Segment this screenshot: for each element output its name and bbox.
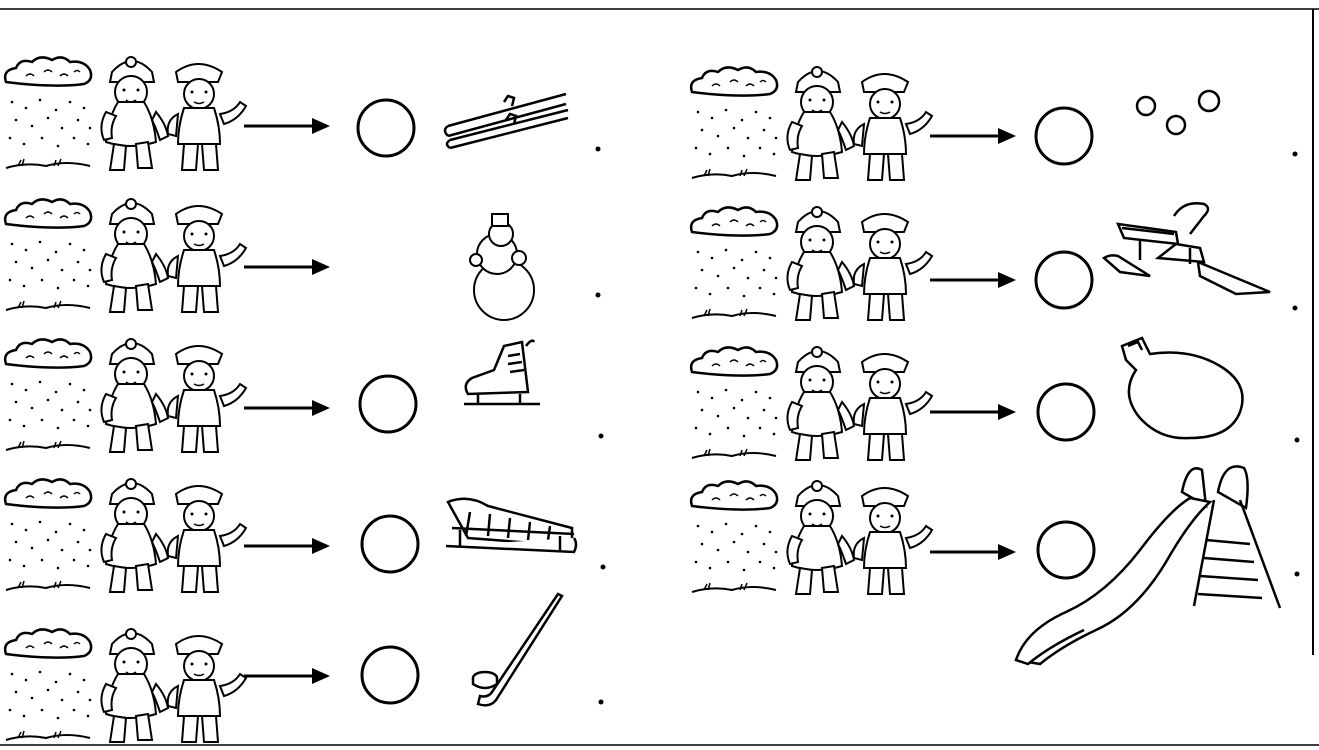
dot	[600, 564, 606, 570]
dot	[1292, 151, 1298, 157]
left-row-4	[3, 477, 606, 594]
snowman-icon	[469, 213, 535, 321]
dot	[598, 699, 604, 705]
answer-circle[interactable]	[358, 374, 418, 434]
answer-circle[interactable]	[1036, 520, 1096, 580]
answer-circle[interactable]	[1034, 106, 1094, 166]
dot	[1294, 571, 1300, 577]
answer-circle[interactable]	[1036, 382, 1096, 442]
left-row-3	[3, 337, 604, 454]
right-row-2	[689, 202, 1298, 322]
skis-icon	[443, 92, 569, 150]
answer-circle[interactable]	[1034, 250, 1094, 310]
right-row-1	[689, 65, 1298, 182]
right-row-4	[689, 465, 1300, 666]
hockey-stick-puck-icon	[471, 592, 564, 707]
right-row-3	[689, 336, 1300, 462]
answer-circle[interactable]	[356, 98, 416, 158]
left-row-1	[3, 55, 601, 172]
snow-scooter-icon	[1101, 202, 1271, 296]
snowballs-icon	[1135, 89, 1221, 136]
dot	[595, 292, 601, 298]
answer-circle[interactable]	[360, 514, 420, 574]
sled-icon	[445, 497, 578, 554]
dot	[598, 433, 604, 439]
answer-circle[interactable]	[360, 645, 420, 705]
dot	[1292, 305, 1298, 311]
left-row-5	[3, 592, 604, 744]
ice-slide-sled-icon	[1120, 336, 1244, 440]
left-row-2	[3, 197, 601, 321]
dot	[1294, 437, 1300, 443]
ice-skate-icon	[464, 339, 540, 406]
playground-slide-icon	[1014, 465, 1282, 666]
dot	[595, 146, 601, 152]
